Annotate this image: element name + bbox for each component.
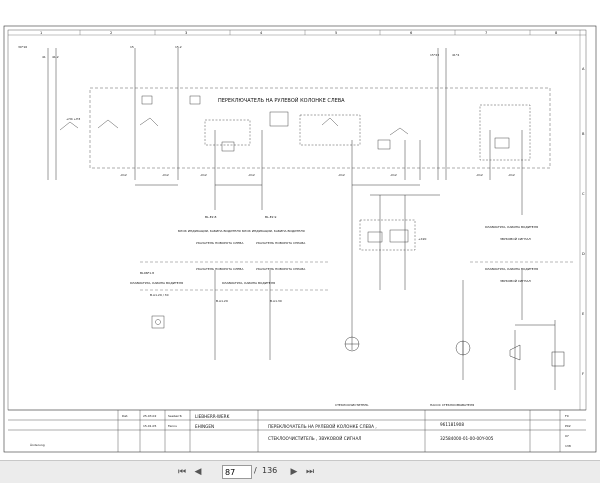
row-f: F <box>582 372 584 376</box>
title-block <box>8 409 586 452</box>
block-ind-label: БЛОК ИНДИКАЦИИ, КАБИНА ВОДИТЕЛЯ <box>178 229 241 233</box>
first-page-icon[interactable]: ⏮ <box>177 467 187 477</box>
switch-enclosure <box>89 87 551 169</box>
connector-label: -X12 <box>508 173 515 177</box>
connector-label: -X12 <box>248 173 255 177</box>
sheet-c: 07 <box>565 434 569 438</box>
title-line-1: ПЕРЕКЛЮЧАТЕЛЬ НА РУЛЕВОЙ КОЛОНКЕ СЛЕВА , <box>268 424 377 429</box>
row-b: B <box>582 132 585 136</box>
sheet-a: F0 <box>565 414 569 418</box>
col-5: 5 <box>335 31 337 35</box>
top-nodes: 30*16 41 41.2 15 15.2 15*23 41*4 <box>18 45 459 59</box>
sheet-b: P02 <box>565 424 571 428</box>
turn-right-label: УКАЗАТЕЛЬ ПОВОРОТА СПРАВА <box>256 241 306 245</box>
wiper-motor-icon <box>344 336 360 352</box>
turn-right2-label: УКАЗАТЕЛЬ ПОВОРОТА СПРАВА <box>256 267 306 271</box>
last-page-icon[interactable]: ⏭ <box>305 467 315 477</box>
sound-r2-label: ЗВУКОВОЙ СИГНАЛ <box>500 278 531 283</box>
id-number: 961181908 <box>440 422 464 427</box>
washer-pump-icon <box>455 340 471 356</box>
company-2: EHINGEN <box>195 424 214 429</box>
left-code: +H4 +H3 <box>66 117 80 121</box>
block-ind2-label: БЛОК ИНДИКАЦИИ, КАБИНА ВОДИТЕЛЯ <box>242 229 305 233</box>
connector-label: -X12 <box>338 173 345 177</box>
sheet-d: 138 <box>565 444 571 448</box>
col-8: 8 <box>555 31 558 35</box>
wires <box>47 48 556 390</box>
schematic-sheet: 1 2 3 4 5 6 7 8 A B C D E F 30*16 41 41.… <box>3 25 597 453</box>
node-41: 41 <box>42 55 46 59</box>
sound-r1-label: ЗВУКОВОЙ СИГНАЛ <box>500 236 531 241</box>
page-separator: / <box>254 466 257 475</box>
drawing-number: 32584000-01-00-00Y-005 <box>440 436 494 441</box>
bl-06-label: BL06F1.8 <box>140 271 154 275</box>
date-1: 25.03.02 <box>143 414 156 418</box>
viewer-toolbar: ⏮ ◀ / 136 ▶ ⏭ <box>0 460 600 483</box>
relay-module <box>359 219 416 251</box>
page-total: 136 <box>262 466 278 475</box>
bl-e2-label: BL-E2.8 <box>205 215 217 219</box>
col-7: 7 <box>485 31 487 35</box>
col-4: 4 <box>260 31 263 35</box>
row-e: E <box>582 312 585 316</box>
name-2: Fenns <box>168 424 177 428</box>
turn-left2-label: УКАЗАТЕЛЬ ПОВОРОТА СЛЕВА <box>196 267 244 271</box>
title-line-2: СТЕКЛООЧИСТИТЕЛЬ , ЗВУКОВОЙ СИГНАЛ <box>268 436 361 441</box>
bl-a1c-label: B.A1.30 <box>270 299 282 303</box>
col-2: 2 <box>110 31 112 35</box>
switch-symbols <box>59 95 531 161</box>
col-3: 3 <box>185 31 187 35</box>
connector-label: -X12 <box>162 173 169 177</box>
node-41-4: 41*4 <box>452 53 459 57</box>
row-d: D <box>582 252 585 256</box>
x20-label: +X20 <box>418 237 426 241</box>
node-30-16: 30*16 <box>18 45 27 49</box>
col-1: 1 <box>40 31 42 35</box>
node-41-2: 41.2 <box>52 55 59 59</box>
turn-left-label: УКАЗАТЕЛЬ ПОВОРОТА СЛЕВА <box>196 241 244 245</box>
row-c: C <box>582 192 585 196</box>
bl-a1-label: B.A1.29 / 30 <box>150 293 169 297</box>
row-a: A <box>582 67 585 71</box>
node-15-2: 15.2 <box>175 45 182 49</box>
page-number-input[interactable] <box>222 465 252 479</box>
box-title: ПЕРЕКЛЮЧАТЕЛЬ НА РУЛЕВОЙ КОЛОНКЕ СЛЕВА <box>218 97 345 104</box>
wiper-label: СТЕКЛООЧИСТИТЕЛЬ <box>335 403 368 407</box>
name-1: Seeberr6 <box>168 414 182 418</box>
keyboard2-label: КЛАВИАТУРА, КАБИНА ВОДИТЕЛЯ <box>222 281 275 285</box>
keyboard-r1-label: КЛАВИАТУРА, КАБИНА ВОДИТЕЛЯ <box>485 225 538 229</box>
lamp-icon <box>151 315 165 329</box>
horn-icon <box>509 344 565 367</box>
connector-label: -X12 <box>476 173 483 177</box>
washer-pump-label: НАСОС СТЕКЛООМЫВАТЕЛЯ <box>430 403 474 407</box>
node-15: 15 <box>130 45 134 49</box>
company-1: LIEBHERR-WERK <box>195 414 230 419</box>
keyboard-r2-label: КЛАВИАТУРА, КАБИНА ВОДИТЕЛЯ <box>485 267 538 271</box>
bl-e2b-label: BL-E2.9 <box>265 215 277 219</box>
bl-a1b-label: B.A1.29 <box>216 299 228 303</box>
node-15-23: 15*23 <box>430 53 439 57</box>
date-2: 15.01.05 <box>143 424 156 428</box>
row-labels: A B C D E F <box>579 30 585 410</box>
date-label: Dat. <box>122 414 128 418</box>
connector-label: -X12 <box>390 173 397 177</box>
prev-page-icon[interactable]: ◀ <box>194 467 202 477</box>
connector-label: -X12 <box>200 173 207 177</box>
next-page-icon[interactable]: ▶ <box>290 467 298 477</box>
connector-row: -X12 -X12 -X12 -X12 -X12 -X12 -X12 -X12 <box>120 173 515 177</box>
col-6: 6 <box>410 31 413 35</box>
connector-label: -X12 <box>120 173 127 177</box>
column-header: 1 2 3 4 5 6 7 8 <box>8 30 586 36</box>
keyboard1-label: КЛАВИАТУРА, КАБИНА ВОДИТЕЛЯ <box>130 281 183 285</box>
revision-label: Änderung <box>30 442 45 447</box>
